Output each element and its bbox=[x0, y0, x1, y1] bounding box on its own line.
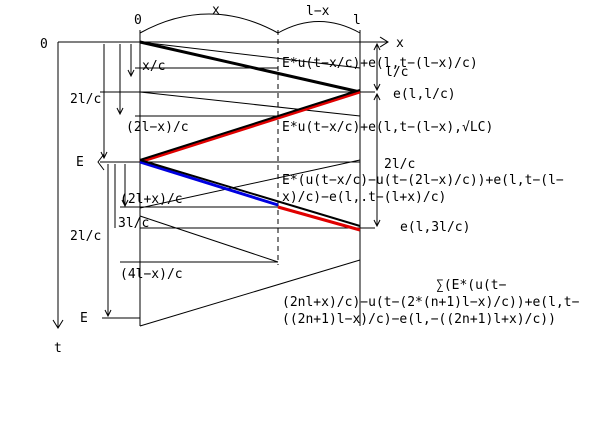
equation-4-line-1: ∑(E*(u(t− bbox=[436, 278, 507, 293]
e-l-l-c-label: e(l,l/c) bbox=[393, 87, 456, 102]
wavefront-second-red bbox=[277, 205, 361, 232]
equation-4-line-2: (2nl+x)/c)−u(t−(2*(n+1)l−x)/c))+e(l,t− bbox=[282, 295, 580, 310]
span-2lmx-c-label: (2l−x)/c bbox=[126, 120, 189, 135]
span-xc-arrowhead-icon bbox=[127, 69, 135, 78]
char-line-1 bbox=[139, 41, 361, 69]
equation-4-line-3: ((2n+1)l−x)/c)−e(l,−((2n+1)l+x)/c)) bbox=[282, 312, 556, 327]
x-axis-name-label: x bbox=[396, 36, 404, 51]
char-line-3 bbox=[139, 159, 361, 209]
x-axis-l-minus-x-label: l−x bbox=[306, 4, 330, 19]
E-first-tick-icon bbox=[97, 153, 105, 171]
span-2l-c-top-label: 2l/c bbox=[70, 92, 101, 107]
t-axis-origin-label: 0 bbox=[40, 37, 48, 52]
right-2lc-label: 2l/c bbox=[384, 157, 415, 172]
arc-l-minus-x bbox=[277, 21, 361, 34]
arc-x bbox=[139, 13, 279, 34]
equation-1: E*u(t−x/c)+e(l,t−(l−x)/c) bbox=[282, 56, 478, 71]
wavefront-reflected-black bbox=[139, 89, 361, 161]
x-axis-end-label: l bbox=[353, 13, 361, 28]
e-l-3l-c-label: e(l,3l/c) bbox=[400, 220, 470, 235]
x-axis-x-label: x bbox=[212, 3, 220, 18]
right-2lc-arrowhead-icon bbox=[373, 92, 381, 101]
span-2l-c-bottom-label: 2l/c bbox=[70, 229, 101, 244]
right-2lc-arrowhead-bottom-icon bbox=[373, 219, 381, 228]
wavefront-second-black bbox=[139, 159, 361, 227]
t-E-second-label: E bbox=[80, 311, 88, 326]
wavefront-reflected-red bbox=[139, 90, 361, 164]
wavefront-incident bbox=[139, 40, 361, 94]
right-lc-arrowhead-icon bbox=[373, 42, 381, 51]
span-2lpx-c-label: (2l+x)/c bbox=[120, 192, 183, 207]
char-line-4 bbox=[139, 215, 279, 263]
span-2l-c-top-arrowhead-icon bbox=[116, 107, 124, 116]
x-axis-origin-label: 0 bbox=[134, 13, 142, 28]
wavefront-second-blue bbox=[139, 160, 279, 207]
span-2lpx-c-arrowhead-icon bbox=[121, 199, 129, 208]
span-4lmx-c-label: (4l−x)/c bbox=[120, 267, 183, 282]
char-line-5 bbox=[139, 259, 361, 327]
x-axis-arrow-icon bbox=[379, 36, 389, 48]
right-lc-label: l/c bbox=[385, 65, 408, 80]
t-axis-arrow-icon bbox=[52, 319, 64, 329]
equation-3-line-1: E*(u(t−x/c)−u(t−(2l−x)/c))+e(l,t−(l− bbox=[282, 173, 564, 188]
right-lc-arrowhead-bottom-icon bbox=[373, 83, 381, 92]
t-E-first-label: E bbox=[76, 155, 84, 170]
equation-3-line-2: x)/c)−e(l,.t−(l+x)/c) bbox=[282, 190, 446, 205]
t-axis-name-label: t bbox=[54, 341, 62, 356]
equation-2: E*u(t−x/c)+e(l,t−(l−x),√LC) bbox=[282, 120, 493, 135]
span-2lmx-c-arrowhead-icon bbox=[100, 151, 108, 160]
span-2l-c-bottom-arrowhead-icon bbox=[104, 309, 112, 318]
span-xc-label: x/c bbox=[142, 59, 165, 74]
char-line-2 bbox=[139, 91, 361, 117]
span-3l-c-label: 3l/c bbox=[118, 216, 149, 231]
